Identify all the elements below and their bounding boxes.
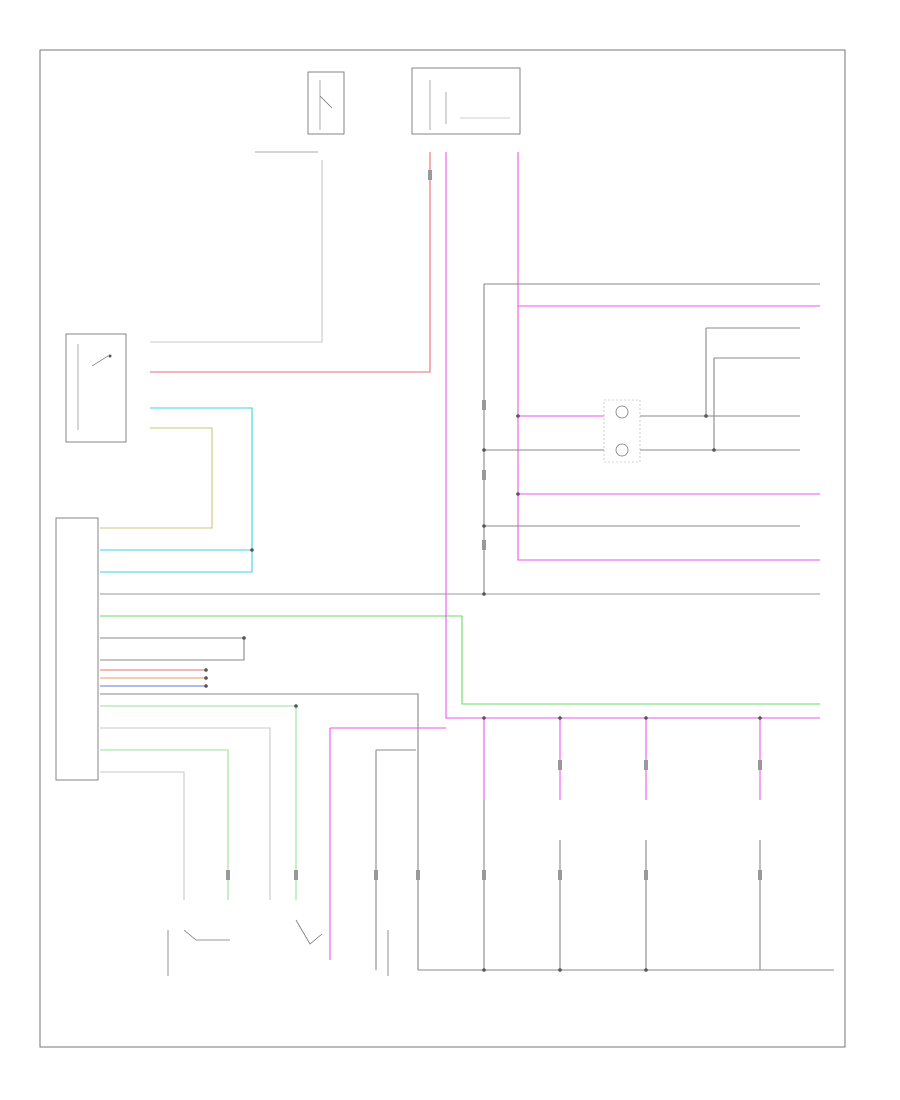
diagram-frame	[39, 49, 846, 1048]
body-ecu	[55, 517, 99, 781]
wire-lightgray-top	[150, 160, 323, 343]
lower-switch-modules	[375, 749, 834, 971]
wire-gray-3	[100, 638, 245, 661]
illumination-switch	[167, 919, 389, 976]
combination-switch	[65, 333, 127, 443]
junction-dots	[204, 414, 762, 972]
wire-lightgreen-1	[100, 705, 297, 900]
wire-lightgreen-2	[100, 749, 229, 900]
wire-cyan-2	[100, 550, 253, 573]
wire-olive	[100, 427, 213, 529]
wire-green-long	[100, 615, 820, 705]
top-fuse-relay	[307, 71, 345, 135]
top-relay-box	[411, 67, 521, 135]
wire-lightgray-2	[100, 727, 271, 900]
wire-pink-main	[445, 152, 820, 719]
right-relays	[603, 399, 641, 463]
wire-lightgray-3	[100, 771, 185, 900]
wire-gray-4	[100, 693, 419, 970]
wire-pink-2	[517, 152, 820, 561]
connector-markers	[226, 170, 762, 880]
wire-red	[150, 152, 431, 373]
wire-cyan-1	[100, 407, 253, 551]
